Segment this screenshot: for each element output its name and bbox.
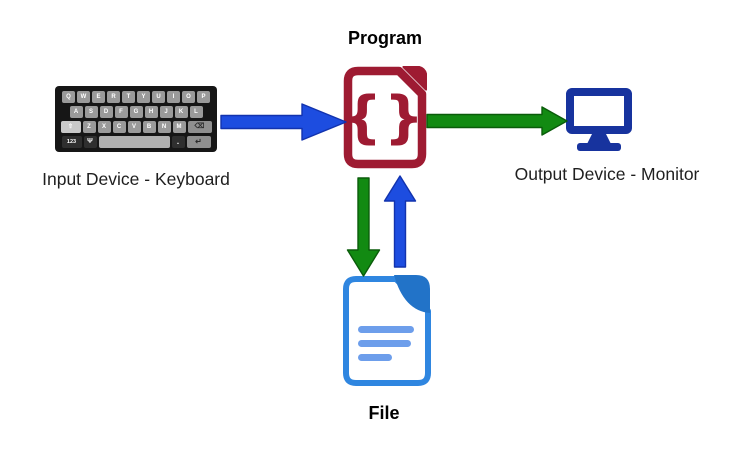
- key-w: W: [77, 90, 90, 103]
- key-g: G: [129, 105, 143, 118]
- key-o: O: [182, 90, 195, 103]
- key-space: [98, 135, 170, 148]
- key-mic: Ψ: [83, 135, 97, 148]
- program-document-outline: [343, 66, 427, 169]
- key-shift: ⇧: [60, 120, 81, 133]
- monitor-stand-neck: [587, 134, 611, 144]
- file-icon: [343, 275, 431, 386]
- key-r: R: [107, 90, 120, 103]
- code-braces-glyph: {}: [343, 85, 426, 150]
- monitor-stand-base: [577, 143, 621, 151]
- key-b: B: [142, 120, 156, 133]
- key-m: M: [172, 120, 186, 133]
- key-u: U: [152, 90, 165, 103]
- key-c: C: [112, 120, 126, 133]
- key-period: .: [171, 135, 185, 148]
- keyboard-label: Input Device - Keyboard: [42, 169, 230, 189]
- arrow-file-to-program: [383, 175, 417, 268]
- file-folded-corner: [394, 275, 430, 313]
- key-f: F: [114, 105, 128, 118]
- file-text-line: [358, 326, 414, 333]
- file-text-line: [358, 354, 392, 361]
- program-icon: {}: [343, 66, 427, 169]
- key-k: K: [174, 105, 188, 118]
- key-y: Y: [137, 90, 150, 103]
- key-i: I: [167, 90, 180, 103]
- program-folded-corner: [402, 66, 427, 91]
- key-x: X: [97, 120, 111, 133]
- monitor-icon: [566, 88, 632, 151]
- arrow-program-to-monitor: [426, 106, 568, 136]
- key-h: H: [144, 105, 158, 118]
- key-a: A: [69, 105, 83, 118]
- program-label: Program: [347, 28, 423, 48]
- key-s: S: [84, 105, 98, 118]
- file-text-line: [358, 340, 411, 347]
- key-j: J: [159, 105, 173, 118]
- key-z: Z: [82, 120, 96, 133]
- key-l: L: [189, 105, 203, 118]
- file-label: File: [368, 403, 400, 423]
- key-t: T: [122, 90, 135, 103]
- key-q: Q: [62, 90, 75, 103]
- arrow-program-to-file: [346, 177, 381, 277]
- key-backspace: ⌫: [187, 120, 212, 133]
- key-e: E: [92, 90, 105, 103]
- key-enter: ↵: [186, 135, 211, 148]
- key-p: P: [197, 90, 210, 103]
- key-n: N: [157, 120, 171, 133]
- arrow-keyboard-to-program: [220, 103, 347, 141]
- key-d: D: [99, 105, 113, 118]
- monitor-label: Output Device - Monitor: [514, 164, 700, 184]
- key-v: V: [127, 120, 141, 133]
- key-numbers: 123: [61, 135, 82, 148]
- monitor-screen: [566, 88, 632, 134]
